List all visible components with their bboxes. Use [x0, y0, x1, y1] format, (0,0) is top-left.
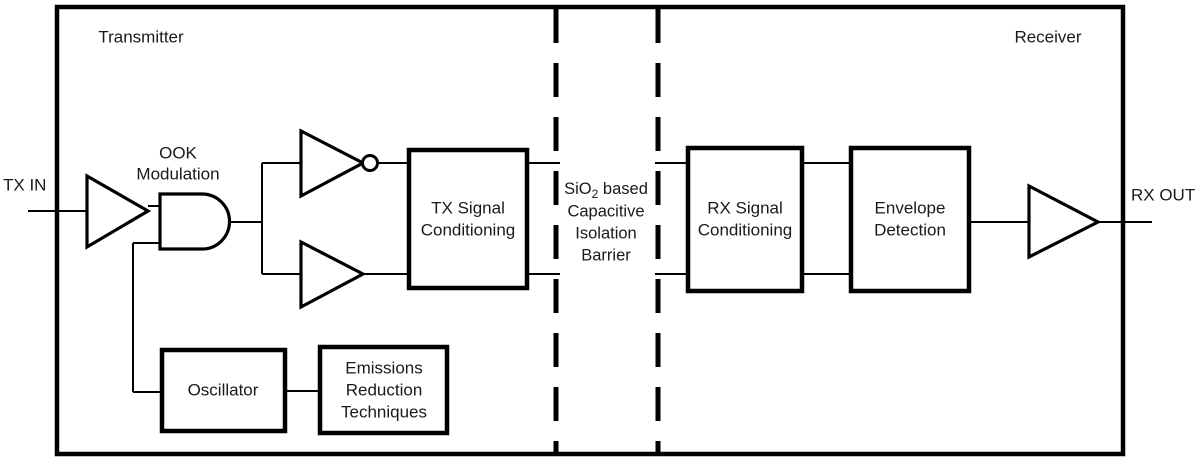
- barrier-caption-line4: Barrier: [581, 246, 631, 264]
- envelope-detection-block: [848, 145, 972, 294]
- output-buffer-icon: [1027, 183, 1102, 260]
- tx-in-port-label: TX IN: [3, 175, 46, 194]
- and-gate-icon: [158, 192, 232, 251]
- barrier-caption-line1: SiO2 based: [564, 180, 648, 201]
- ook-modulation-label-line2: Modulation: [136, 164, 219, 183]
- rx-signal-conditioning-block: [685, 145, 805, 294]
- emissions-reduction-block: [317, 344, 450, 436]
- barrier-based-text: based: [598, 180, 648, 198]
- input-buffer-icon: [85, 173, 152, 250]
- tx-signal-conditioning-label-line1: TX Signal: [431, 198, 505, 217]
- emissions-reduction-label-line3: Techniques: [341, 402, 427, 421]
- oscillator-label: Oscillator: [188, 380, 259, 399]
- device-outline: [54, 4, 1126, 457]
- tx-signal-conditioning-label-line2: Conditioning: [421, 220, 516, 239]
- envelope-detection-label-line2: Detection: [874, 220, 946, 239]
- barrier-sio-subscript: 2: [592, 187, 599, 201]
- rx-signal-conditioning-label-line2: Conditioning: [698, 220, 793, 239]
- rx-signal-conditioning-label-line1: RX Signal: [707, 198, 783, 217]
- transmitter-section-label: Transmitter: [98, 27, 184, 46]
- envelope-detection-label-line1: Envelope: [875, 198, 946, 217]
- barrier-caption-line2: Capacitive: [567, 202, 644, 220]
- inverter-icon: [299, 128, 367, 199]
- buffer-icon: [299, 239, 367, 310]
- rx-out-port-label: RX OUT: [1131, 185, 1195, 204]
- emissions-reduction-label-line2: Reduction: [346, 380, 423, 399]
- receiver-section-label: Receiver: [1014, 27, 1081, 46]
- tx-signal-conditioning-block: [406, 147, 530, 291]
- emissions-reduction-label-line1: Emissions: [345, 358, 422, 377]
- inverter-bubble-icon: [361, 154, 379, 172]
- barrier-caption-line3: Isolation: [575, 224, 636, 242]
- barrier-sio-text: SiO: [564, 180, 592, 198]
- ook-modulation-label-line1: OOK: [159, 143, 197, 162]
